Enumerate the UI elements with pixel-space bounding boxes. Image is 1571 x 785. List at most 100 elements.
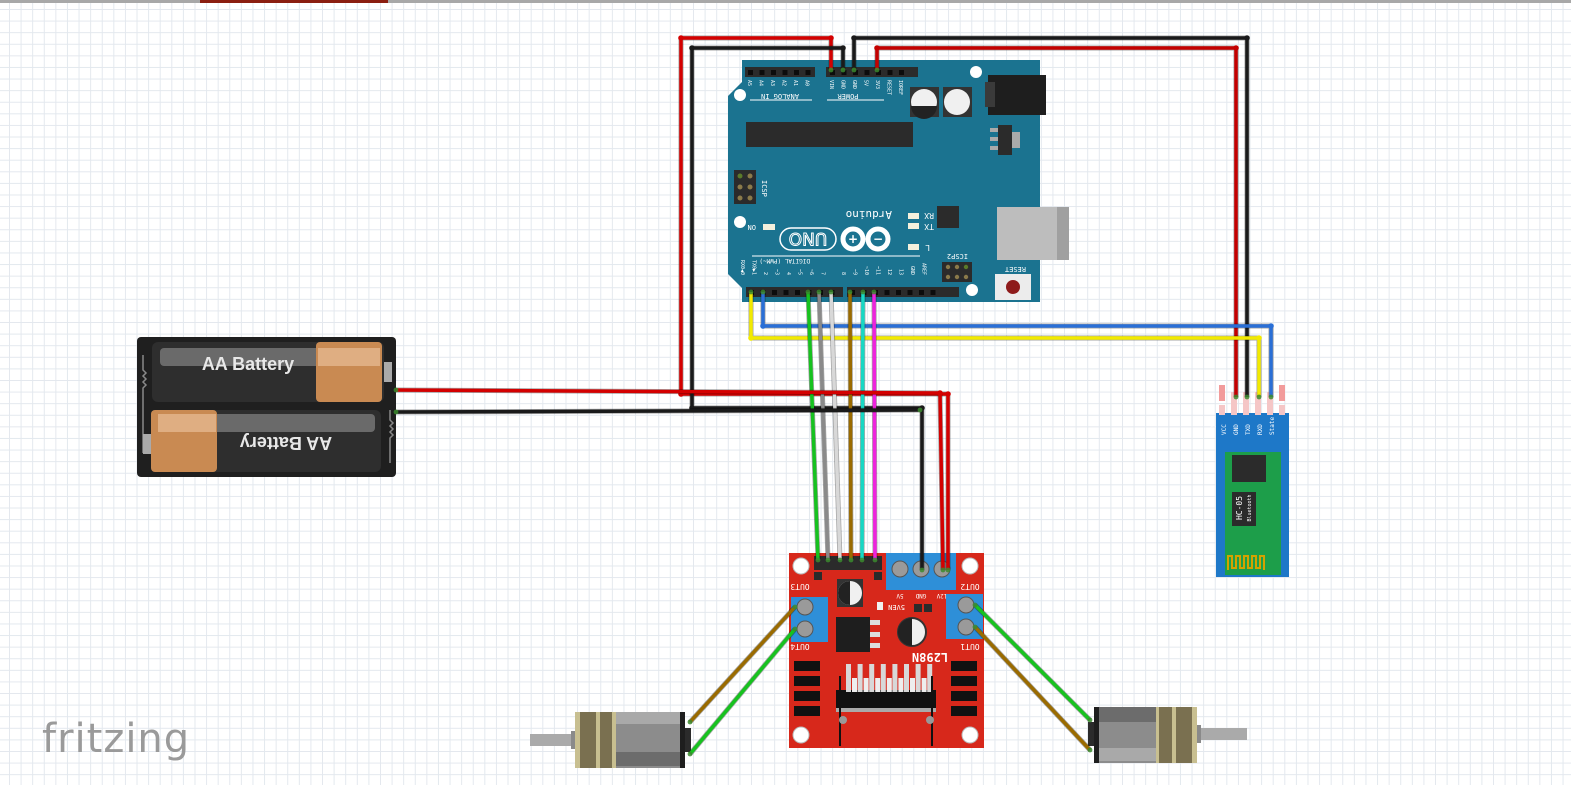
l298n-driver[interactable]: 5V GND 12V OUT3 OUT4 OUT2 OUT1 5VEN: [789, 553, 984, 748]
wire-d9-in4[interactable]: [860, 291, 865, 561]
wire-3v3-hc05[interactable]: [875, 46, 1238, 397]
wire-endpoint[interactable]: [847, 289, 853, 295]
wire-endpoint[interactable]: [848, 557, 854, 563]
wire-d6-in1[interactable]: [817, 291, 830, 561]
wire-bendpoint[interactable]: [828, 35, 834, 41]
wire-endpoint[interactable]: [792, 626, 798, 632]
wire-endpoint[interactable]: [828, 289, 834, 295]
battery-holder[interactable]: AA Battery AA Battery: [137, 337, 396, 477]
horizontal-scrollbar[interactable]: [0, 0, 1571, 3]
wire-rx-hc05[interactable]: [749, 292, 1261, 397]
hc05-pin-key[interactable]: [1219, 385, 1225, 401]
wire-endpoint[interactable]: [940, 567, 946, 573]
wire-bendpoint[interactable]: [678, 35, 684, 41]
pin-gnd[interactable]: [853, 70, 858, 75]
wire-endpoint[interactable]: [1256, 394, 1262, 400]
wire-endpoint[interactable]: [805, 289, 811, 295]
wire-out2-motor-right-a[interactable]: [973, 603, 1092, 722]
wire-endpoint[interactable]: [860, 289, 866, 295]
wire-endpoint[interactable]: [1087, 747, 1093, 753]
wire-d8-in3[interactable]: [848, 291, 853, 561]
wire-d5-ena[interactable]: [806, 291, 820, 561]
wire-endpoint[interactable]: [859, 557, 865, 563]
wire-endpoint[interactable]: [687, 719, 693, 725]
wire-tx-hc05[interactable]: [761, 292, 1273, 397]
pin-d-12[interactable]: [896, 290, 901, 295]
wire-endpoint[interactable]: [840, 67, 846, 73]
wire-bendpoint[interactable]: [748, 335, 754, 341]
wire-endpoint[interactable]: [837, 557, 843, 563]
pin-5v[interactable]: [864, 70, 870, 75]
pin-d-4[interactable]: [795, 290, 800, 295]
wire-endpoint[interactable]: [393, 409, 399, 415]
wire-endpoint[interactable]: [1244, 394, 1250, 400]
pin-a4[interactable]: [759, 70, 765, 75]
pin-a3[interactable]: [771, 70, 776, 75]
pin-d-15[interactable]: [930, 290, 936, 295]
wire-bendpoint[interactable]: [851, 35, 857, 41]
hc05-pin-gnd[interactable]: [1243, 392, 1249, 412]
wire-endpoint[interactable]: [871, 289, 877, 295]
pin-a2[interactable]: [782, 70, 788, 75]
wire-endpoint[interactable]: [874, 67, 880, 73]
wire-endpoint[interactable]: [792, 604, 798, 610]
wire-endpoint[interactable]: [816, 289, 822, 295]
wire-bendpoint[interactable]: [945, 391, 951, 397]
wire-endpoint[interactable]: [748, 289, 754, 295]
wire-vin-battery[interactable]: [679, 36, 950, 570]
wire-bendpoint[interactable]: [1256, 335, 1262, 341]
pin-a5[interactable]: [748, 70, 753, 75]
pin-a0[interactable]: [805, 70, 811, 75]
pin-a1[interactable]: [794, 70, 799, 75]
wire-endpoint[interactable]: [687, 751, 693, 757]
wire-d10-enb[interactable]: [872, 291, 877, 561]
wire-endpoint[interactable]: [1268, 394, 1274, 400]
wire-endpoint[interactable]: [1087, 717, 1093, 723]
motor-right[interactable]: [1088, 707, 1247, 763]
wire-endpoint[interactable]: [828, 67, 834, 73]
hc05-pin-vcc[interactable]: [1231, 392, 1237, 412]
wire-endpoint[interactable]: [393, 387, 399, 393]
hc05-pin-txd[interactable]: [1255, 392, 1261, 412]
wire-endpoint[interactable]: [760, 289, 766, 295]
wire-endpoint[interactable]: [872, 557, 878, 563]
wire-bendpoint[interactable]: [937, 390, 943, 396]
wire-bendpoint[interactable]: [689, 45, 695, 51]
pin-d-13[interactable]: [907, 290, 913, 295]
wire-bendpoint[interactable]: [1233, 45, 1239, 51]
wire-out4-motor-left-b[interactable]: [688, 627, 797, 756]
wire-endpoint[interactable]: [945, 567, 951, 573]
pin-ioref[interactable]: [899, 70, 904, 75]
wire-bendpoint[interactable]: [840, 45, 846, 51]
wire-d7-in2[interactable]: [829, 291, 842, 561]
wire-endpoint[interactable]: [1233, 394, 1239, 400]
wire-bendpoint[interactable]: [1244, 35, 1250, 41]
wire-endpoint[interactable]: [972, 602, 978, 608]
scrollbar-thumb[interactable]: [200, 0, 388, 3]
wire-endpoint[interactable]: [815, 557, 821, 563]
pin-d-3[interactable]: [783, 290, 789, 295]
wire-endpoint[interactable]: [851, 67, 857, 73]
pin-d-11[interactable]: [884, 290, 890, 295]
pin-gnd[interactable]: [841, 70, 847, 75]
wire-endpoint[interactable]: [825, 557, 831, 563]
pin-vin[interactable]: [830, 70, 835, 75]
hc05-pin-state[interactable]: [1279, 385, 1285, 401]
wire-out3-motor-left-a[interactable]: [688, 605, 797, 724]
pin-d-2[interactable]: [772, 290, 777, 295]
pin-d-14[interactable]: [919, 290, 924, 295]
pin-reset[interactable]: [887, 70, 893, 75]
wire-endpoint[interactable]: [972, 624, 978, 630]
reset-button[interactable]: RESET: [995, 265, 1031, 300]
hc05-pin-rxd[interactable]: [1267, 392, 1273, 412]
wire-bendpoint[interactable]: [760, 323, 766, 329]
pin-d-8[interactable]: [850, 290, 855, 295]
wire-endpoint[interactable]: [919, 567, 925, 573]
wire-bendpoint[interactable]: [1268, 323, 1274, 329]
wire-bendpoint[interactable]: [874, 45, 880, 51]
pin-3v3[interactable]: [876, 70, 881, 75]
wire-battery-gnd[interactable]: [395, 408, 921, 414]
